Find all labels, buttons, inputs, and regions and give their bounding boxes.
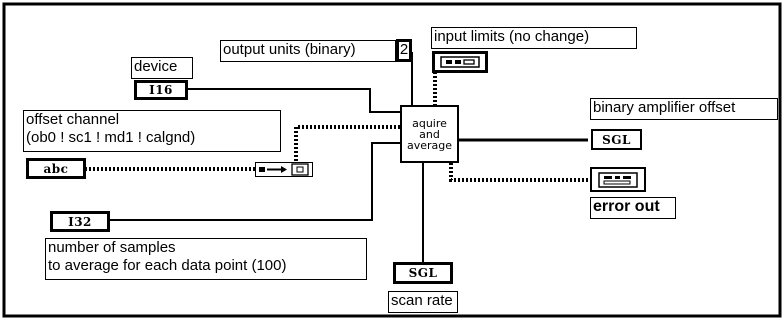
device-terminal[interactable]: I16 bbox=[134, 80, 188, 100]
vi-line3: average bbox=[406, 138, 453, 152]
error-out-wire bbox=[449, 163, 588, 182]
device-type: I16 bbox=[149, 83, 173, 97]
scan-rate-terminal[interactable]: SGL bbox=[393, 262, 453, 284]
error-cluster-icon bbox=[598, 171, 638, 188]
input-limits-terminal[interactable] bbox=[432, 51, 488, 73]
samples-wire bbox=[110, 142, 400, 221]
number-of-samples-line1: number of samples bbox=[48, 239, 176, 256]
offset-channel-line2: (ob0 ! sc1 ! md1 ! calgnd) bbox=[26, 129, 196, 146]
number-of-samples-line2: to average for each data point (100) bbox=[48, 257, 287, 274]
diagram-frame bbox=[2, 2, 782, 318]
number-of-samples-label: number of samples to average for each da… bbox=[45, 238, 367, 280]
vi-line1: aquire bbox=[412, 116, 447, 130]
error-out-indicator[interactable] bbox=[590, 167, 646, 192]
offset-channel-terminal[interactable]: abc bbox=[26, 158, 86, 179]
offset-channel-label: offset channel (ob0 ! sc1 ! md1 ! calgnd… bbox=[23, 110, 281, 152]
error-out-label: error out bbox=[590, 197, 676, 219]
output-units-label: output units (binary) bbox=[220, 40, 396, 62]
amp-offset-type: SGL bbox=[602, 132, 631, 147]
acquire-average-vi[interactable]: aquire and average bbox=[400, 105, 459, 163]
amp-offset-indicator[interactable]: SGL bbox=[591, 129, 642, 150]
offset-channel-type: abc bbox=[43, 161, 69, 176]
scan-rate-type: SGL bbox=[408, 266, 438, 280]
vi-line2: and bbox=[419, 127, 440, 141]
device-wire bbox=[187, 88, 400, 113]
output-units-constant[interactable]: 2 bbox=[396, 39, 412, 62]
input-limits-label: input limits (no change) bbox=[431, 27, 637, 49]
device-label: device bbox=[131, 57, 193, 79]
scan-rate-label: scan rate bbox=[388, 291, 458, 313]
offset-channel-line1: offset channel bbox=[26, 111, 120, 128]
samples-type: I32 bbox=[68, 214, 92, 229]
string-to-array-icon bbox=[259, 163, 309, 176]
binary-amplifier-offset-label: binary amplifier offset bbox=[590, 98, 778, 120]
samples-terminal[interactable]: I32 bbox=[50, 211, 110, 232]
cluster-array-icon bbox=[440, 56, 480, 68]
string-to-array-node[interactable] bbox=[255, 162, 313, 177]
